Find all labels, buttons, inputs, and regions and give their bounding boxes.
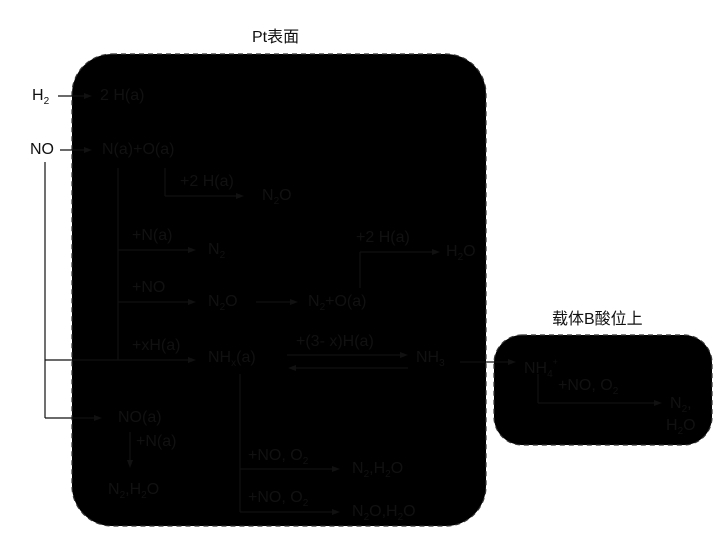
n2o-h2o-product-b2: N2O,H2O bbox=[352, 503, 416, 523]
n2-h2o-product-b1: N2,H2O bbox=[352, 460, 404, 480]
n2-h2o-product-left: N2,H2O bbox=[108, 481, 160, 501]
label-plus-na: +N(a) bbox=[132, 227, 173, 244]
two-h-adsorbed: 2 H(a) bbox=[100, 87, 145, 104]
h2o-product-right: H2O bbox=[666, 417, 696, 437]
label-plus-3-minus-x-h: +(3- x)H(a) bbox=[296, 333, 374, 350]
nh3-intermediate: NH3 bbox=[416, 349, 445, 369]
no-adsorbed: NO(a) bbox=[118, 409, 162, 426]
h2o-product: H2O bbox=[446, 243, 476, 263]
label-plus-no-o2-right: +NO, O2 bbox=[558, 377, 619, 397]
no-reactant: NO bbox=[30, 141, 54, 158]
n2-oa-intermediate: N2+O(a) bbox=[308, 293, 367, 313]
n-o-adsorbed: N(a)+O(a) bbox=[102, 141, 175, 158]
arrows bbox=[44, 93, 662, 515]
label-plus-2h-2: +2 H(a) bbox=[356, 229, 410, 246]
support-acid-title: 载体B酸位上 bbox=[552, 311, 643, 328]
label-plus-no-o2-b1: +NO, O2 bbox=[248, 447, 309, 467]
n2-product-right: N2, bbox=[670, 395, 692, 415]
label-plus-na-2: +N(a) bbox=[136, 433, 177, 450]
label-plus-no: +NO bbox=[132, 279, 166, 296]
nhx-intermediate: NHx(a) bbox=[208, 349, 256, 369]
n2o-product-top: N2O bbox=[262, 187, 292, 207]
label-plus-2h-1: +2 H(a) bbox=[180, 173, 234, 190]
pt-surface-title: Pt表面 bbox=[252, 29, 300, 46]
label-plus-no-o2-b2: +NO, O2 bbox=[248, 489, 309, 509]
support-acid-region bbox=[493, 334, 713, 446]
h2-reactant: H2 bbox=[32, 87, 50, 107]
n2o-intermediate: N2O bbox=[208, 293, 238, 313]
label-plus-xh: +xH(a) bbox=[132, 337, 181, 354]
pt-surface-region bbox=[71, 53, 487, 527]
n2-product: N2 bbox=[208, 241, 226, 261]
nh4-ion: NH4+ bbox=[524, 357, 558, 380]
